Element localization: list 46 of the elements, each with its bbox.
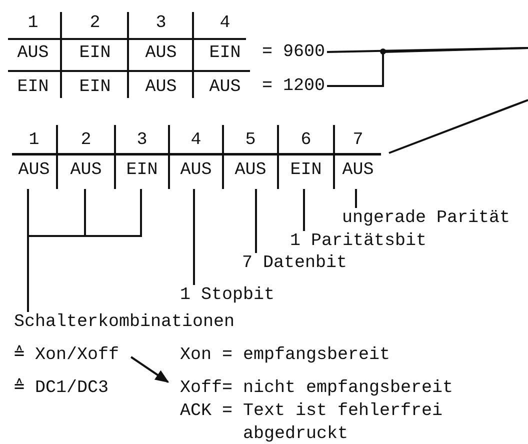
- switch-number: 3: [154, 12, 168, 35]
- leader-line: [355, 189, 357, 208]
- switch-number: 2: [80, 129, 92, 152]
- annotation-text: Schalterkombinationen: [14, 312, 235, 332]
- switch-number: 1: [26, 12, 40, 35]
- switch-state: EIN: [289, 159, 323, 182]
- switch-state: EIN: [78, 42, 112, 65]
- annotation-text: ungerade Parität: [342, 208, 510, 228]
- switch-state: AUS: [208, 76, 242, 99]
- switch-state: EIN: [208, 42, 242, 65]
- leader-line: [303, 189, 305, 231]
- switch-number: 7: [352, 129, 364, 152]
- switch-state: EIN: [78, 76, 112, 99]
- annotation-text: Xon = empfangsbereit: [180, 345, 390, 365]
- leader-line: [193, 189, 195, 285]
- switch-state: AUS: [17, 159, 51, 182]
- switch-state: AUS: [69, 159, 103, 182]
- annotation-text: ACK = Text ist fehlerfrei abgedruckt: [180, 400, 444, 444]
- switch-state: EIN: [125, 159, 159, 182]
- switch-state: AUS: [16, 42, 50, 65]
- annotation-text: 7 Datenbit: [242, 253, 348, 273]
- arrow: [130, 356, 170, 383]
- switch-state: EIN: [16, 76, 50, 99]
- switch-state: AUS: [179, 159, 213, 182]
- leader-line: [27, 189, 142, 312]
- baud-rate-label: = 9600: [262, 42, 326, 62]
- switch-number: 2: [88, 12, 102, 35]
- connector-line: [388, 99, 528, 154]
- switch-number: 3: [136, 129, 148, 152]
- switch-number: 5: [244, 129, 257, 152]
- switch-state: AUS: [341, 159, 375, 182]
- switch-state: AUS: [144, 42, 178, 65]
- leader-line: [255, 189, 257, 253]
- annotation-text: ≙ DC1/DC3: [14, 378, 109, 398]
- annotation-text: Xoff= nicht empfangsbereit: [180, 378, 454, 398]
- annotation-text: 1 Stopbit: [180, 285, 275, 305]
- connector-line: [327, 47, 528, 87]
- switch-number: 1: [28, 129, 40, 152]
- switch-number: 6: [300, 129, 312, 152]
- switch-number: 4: [218, 12, 232, 35]
- switch-state: AUS: [234, 159, 268, 182]
- annotation-text: 1 Paritätsbit: [290, 231, 427, 251]
- switch-number: 4: [190, 129, 202, 152]
- switch-state: AUS: [144, 76, 178, 99]
- baud-rate-label: = 1200: [262, 76, 326, 96]
- annotation-text: ≙ Xon/Xoff: [14, 345, 120, 365]
